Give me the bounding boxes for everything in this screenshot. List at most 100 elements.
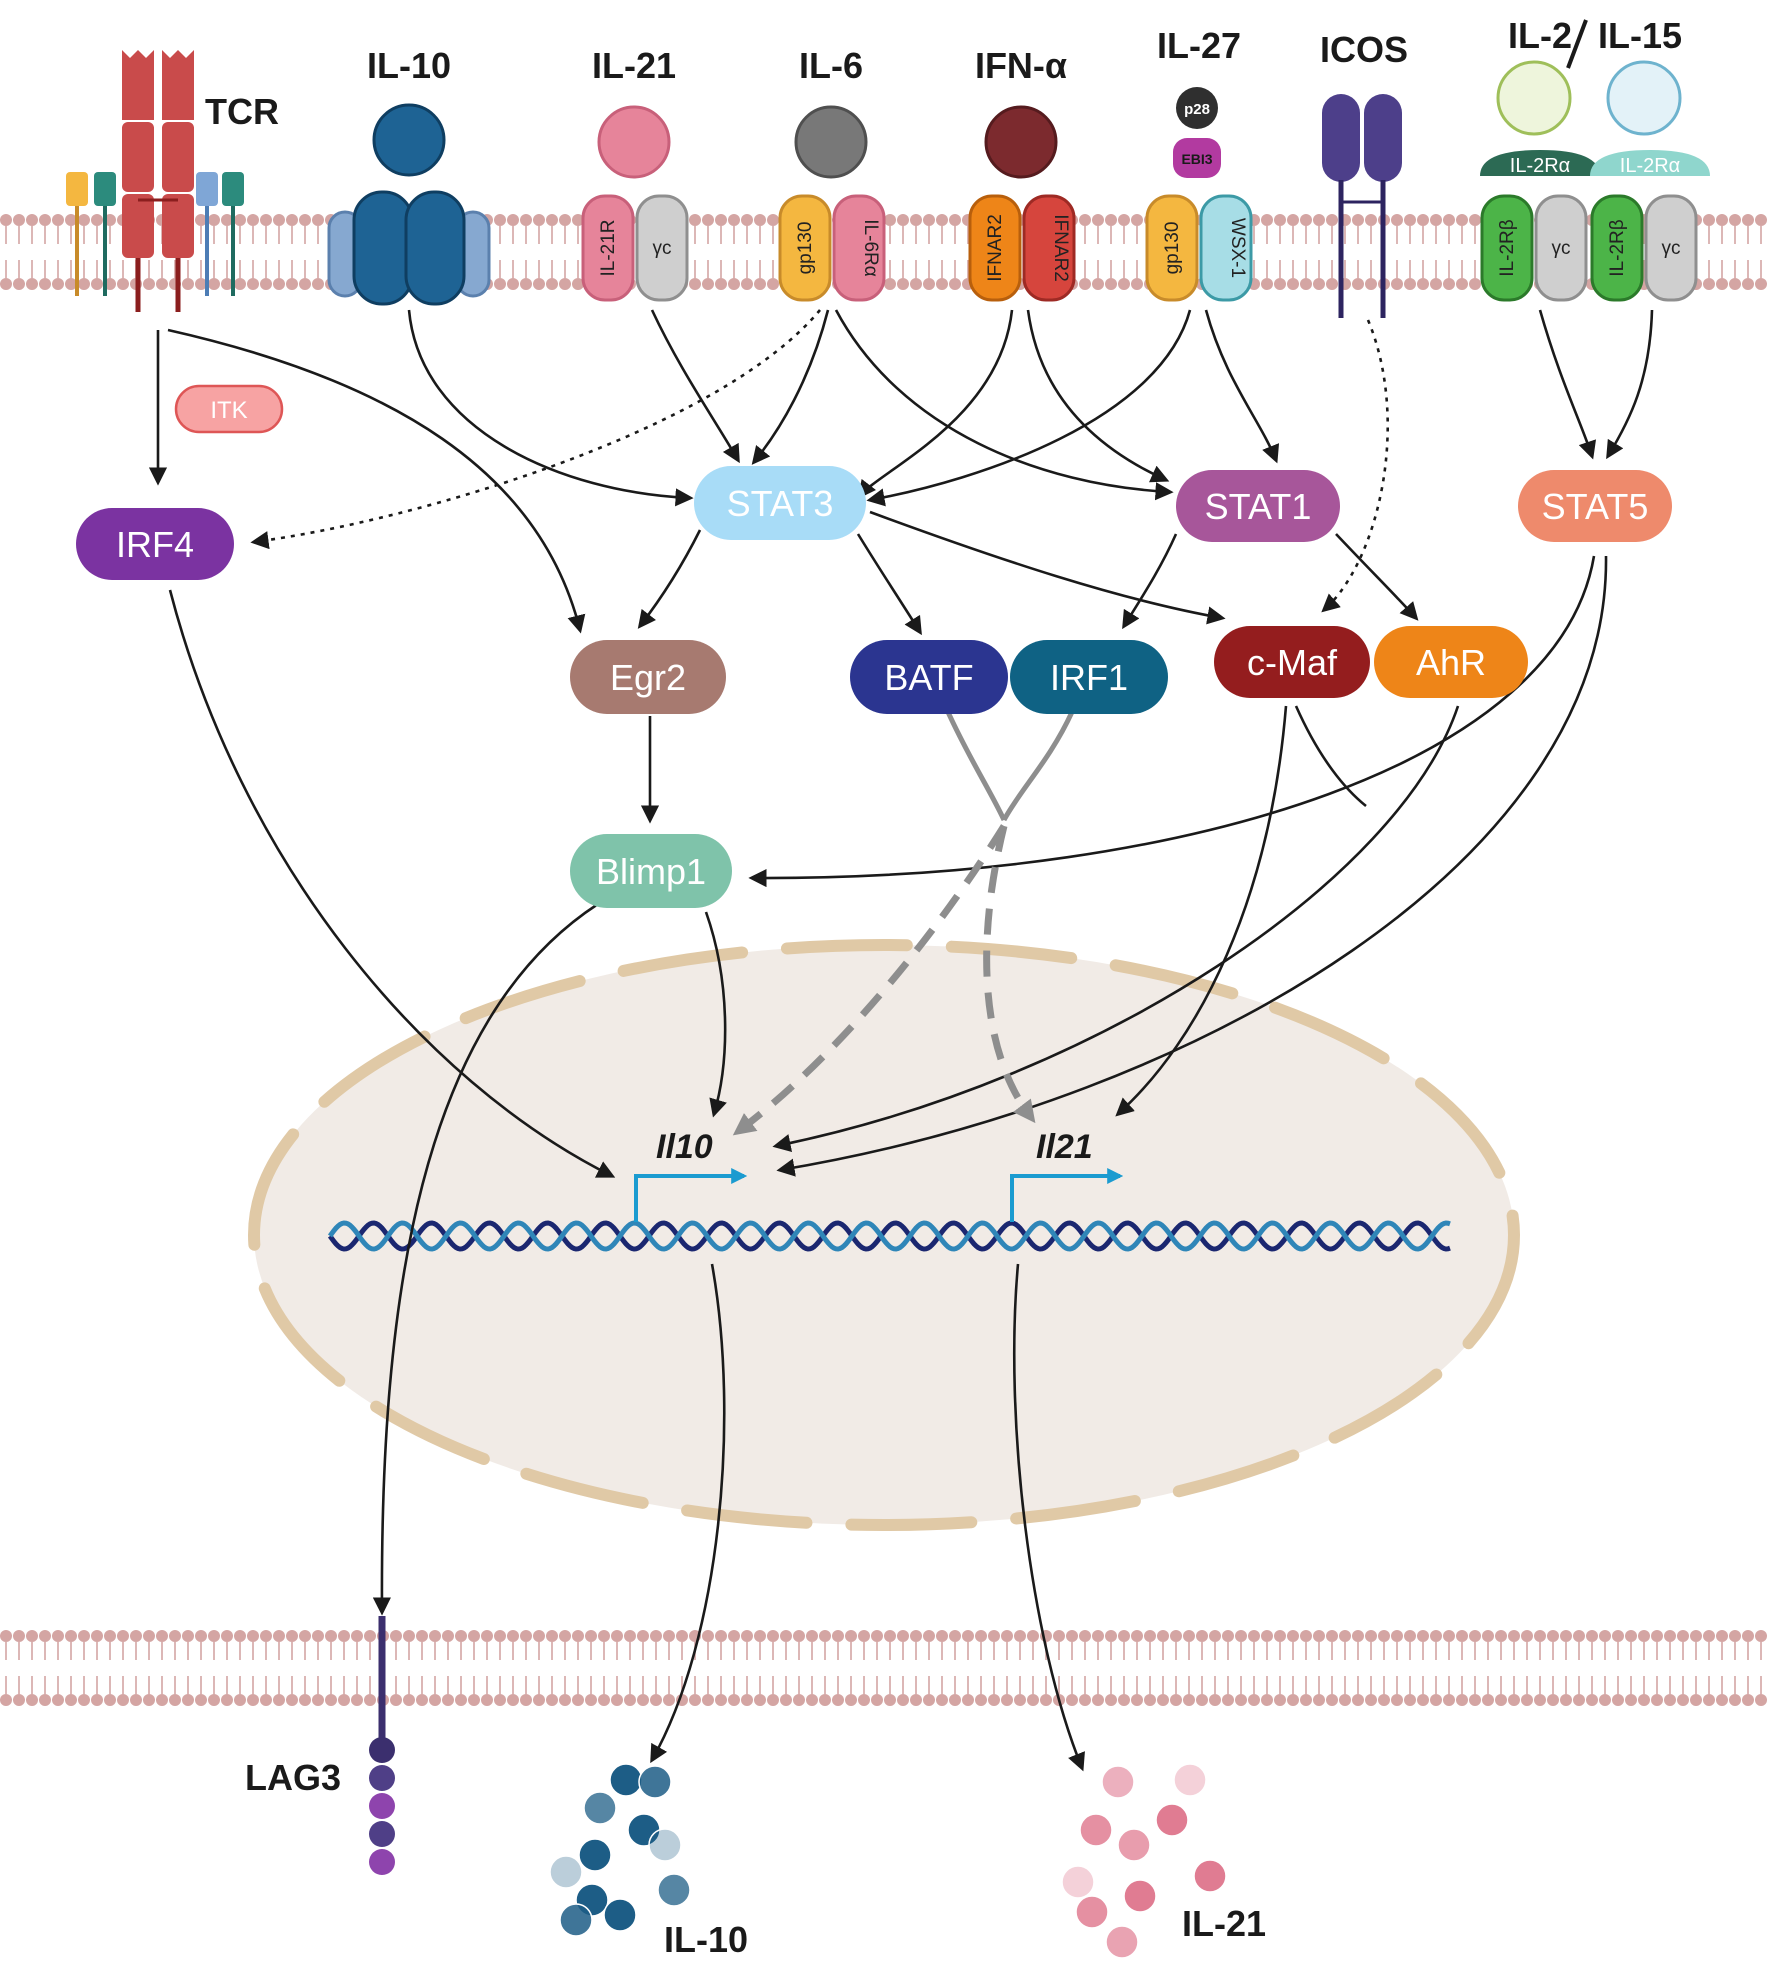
il21-product-label: IL-21 bbox=[1182, 1903, 1266, 1944]
il27-ligand-label: IL-27 bbox=[1157, 25, 1241, 66]
ahr-label: AhR bbox=[1416, 642, 1486, 683]
stat3-node: STAT3 bbox=[694, 466, 866, 540]
tcr-label: TCR bbox=[205, 91, 279, 132]
arrow-stat1-irf1 bbox=[1122, 533, 1178, 630]
blimp1-node: Blimp1 bbox=[570, 834, 732, 908]
arrow-batf-irf1-il21 bbox=[983, 825, 1036, 1124]
stat5-label: STAT5 bbox=[1542, 486, 1649, 527]
arrow-il27-stat3 bbox=[866, 309, 1192, 507]
arrow-stat5-blimp1 bbox=[748, 555, 1596, 888]
il2rb-il15-label: IL-2Rβ bbox=[1607, 219, 1628, 276]
arrow-il2-stat5 bbox=[1538, 309, 1597, 460]
il21-molecules bbox=[1061, 1763, 1227, 1959]
blimp1-label: Blimp1 bbox=[596, 851, 706, 892]
arrow-il27-stat1 bbox=[1204, 309, 1280, 464]
il6ra-label: IL-6Rα bbox=[860, 219, 881, 276]
il10-ligand-label: IL-10 bbox=[367, 45, 451, 86]
il21r-label: IL-21R bbox=[598, 219, 619, 276]
cmaf-label: c-Maf bbox=[1247, 642, 1338, 683]
il10-receptor bbox=[327, 103, 491, 306]
batf-branch bbox=[945, 710, 1007, 822]
arrow-stat3-cmaf bbox=[869, 510, 1226, 625]
arrow-blimp1-lag3 bbox=[372, 902, 599, 1616]
arrow-stat1-ahr bbox=[1335, 533, 1419, 621]
ifna-ligand-label: IFN-α bbox=[975, 45, 1067, 86]
arrow-il10gene-product bbox=[650, 1263, 726, 1764]
gp130-il6-label: gp130 bbox=[795, 222, 816, 275]
arrow-icos-cmaf bbox=[1321, 319, 1389, 613]
arrow-il15-stat5 bbox=[1606, 309, 1654, 460]
egr2-label: Egr2 bbox=[610, 657, 686, 698]
arrow-stat3-batf bbox=[856, 533, 922, 636]
gamma-c-il15-label: γc bbox=[1662, 238, 1681, 259]
arrow-stat5-il10 bbox=[776, 555, 1608, 1177]
il6-receptor bbox=[778, 105, 886, 302]
gamma-c-il21-label: γc bbox=[653, 238, 672, 259]
icos-receptor bbox=[1322, 94, 1402, 318]
stat3-label: STAT3 bbox=[727, 483, 834, 524]
itk-label: ITK bbox=[210, 397, 247, 424]
arrow-batf-irf1-il10 bbox=[732, 824, 1007, 1136]
arrow-il10-stat3 bbox=[407, 309, 694, 507]
arrow-tcr-egr2 bbox=[167, 328, 586, 634]
wsx1-label: WSX-1 bbox=[1227, 218, 1248, 278]
irf1-node: IRF1 bbox=[1010, 640, 1168, 714]
icos-label: ICOS bbox=[1320, 29, 1408, 70]
arrow-irf4-il10 bbox=[168, 589, 616, 1178]
arrow-il21gene-product bbox=[1012, 1263, 1085, 1772]
il2ra-il15-label: IL-2Rα bbox=[1620, 155, 1680, 177]
il21-receptor bbox=[581, 105, 689, 302]
irf4-node: IRF4 bbox=[76, 508, 234, 580]
lag3-label: LAG3 bbox=[245, 1757, 341, 1798]
gamma-c-il2-label: γc bbox=[1552, 238, 1571, 259]
bottom-cell-membrane bbox=[0, 1630, 1767, 1706]
il2-il15-receptors bbox=[1480, 60, 1710, 302]
lag3-protein bbox=[369, 1616, 395, 1875]
arrow-ifna-stat1 bbox=[1026, 309, 1170, 483]
ifnar2-a-label: IFNAR2 bbox=[985, 214, 1006, 282]
il27-receptor bbox=[1145, 87, 1253, 302]
cmaf-node: c-Maf bbox=[1214, 626, 1370, 698]
il6-ligand-label: IL-6 bbox=[799, 45, 863, 86]
irf1-label: IRF1 bbox=[1050, 657, 1128, 698]
il2rb-il2-label: IL-2Rβ bbox=[1497, 219, 1518, 276]
arrow-ahr-il10 bbox=[772, 705, 1460, 1153]
arrow-cmaf-il21 bbox=[1115, 705, 1288, 1117]
arrow-il21-stat3 bbox=[650, 309, 740, 464]
il2-ligand-label: IL-2 bbox=[1508, 15, 1572, 56]
gene-il10-label: Il10 bbox=[656, 1128, 713, 1166]
il2-il15-slash bbox=[1566, 19, 1588, 69]
arrow-il6-stat3 bbox=[751, 309, 830, 465]
arrow-ifna-stat3 bbox=[857, 309, 1014, 499]
il10-molecules bbox=[549, 1763, 691, 1937]
dna-helix bbox=[327, 1220, 1451, 1252]
arrow-blimp1-il10 bbox=[704, 911, 727, 1118]
itk-node: ITK bbox=[174, 384, 284, 434]
il21-ligand-label: IL-21 bbox=[592, 45, 676, 86]
stat1-node: STAT1 bbox=[1176, 470, 1340, 542]
link-cmaf-ahr bbox=[1294, 705, 1367, 808]
p28-label: p28 bbox=[1184, 101, 1210, 118]
gp130-il27-label: gp130 bbox=[1162, 222, 1183, 275]
ebi3-label: EBI3 bbox=[1181, 151, 1212, 167]
irf1-branch bbox=[1001, 710, 1075, 822]
gene-il21-label: Il21 bbox=[1036, 1128, 1093, 1166]
il10-promoter-arrow bbox=[634, 1168, 748, 1222]
arrow-il6-irf4 bbox=[250, 309, 821, 550]
batf-node: BATF bbox=[850, 640, 1008, 714]
ahr-node: AhR bbox=[1374, 626, 1528, 698]
arrow-il6-stat1 bbox=[834, 309, 1174, 501]
egr2-node: Egr2 bbox=[570, 640, 726, 714]
arrow-stat3-egr2 bbox=[637, 529, 702, 629]
ifnar2-b-label: IFNAR2 bbox=[1050, 214, 1071, 282]
stat5-node: STAT5 bbox=[1518, 470, 1672, 542]
batf-label: BATF bbox=[884, 657, 973, 698]
ifna-receptor bbox=[968, 105, 1076, 302]
irf4-label: IRF4 bbox=[116, 524, 194, 565]
il21-promoter-arrow bbox=[1010, 1168, 1124, 1222]
stat1-label: STAT1 bbox=[1205, 486, 1312, 527]
signaling-arrows bbox=[148, 309, 1654, 1772]
tcr-receptor bbox=[66, 50, 244, 312]
il2ra-il2-label: IL-2Rα bbox=[1510, 155, 1570, 177]
